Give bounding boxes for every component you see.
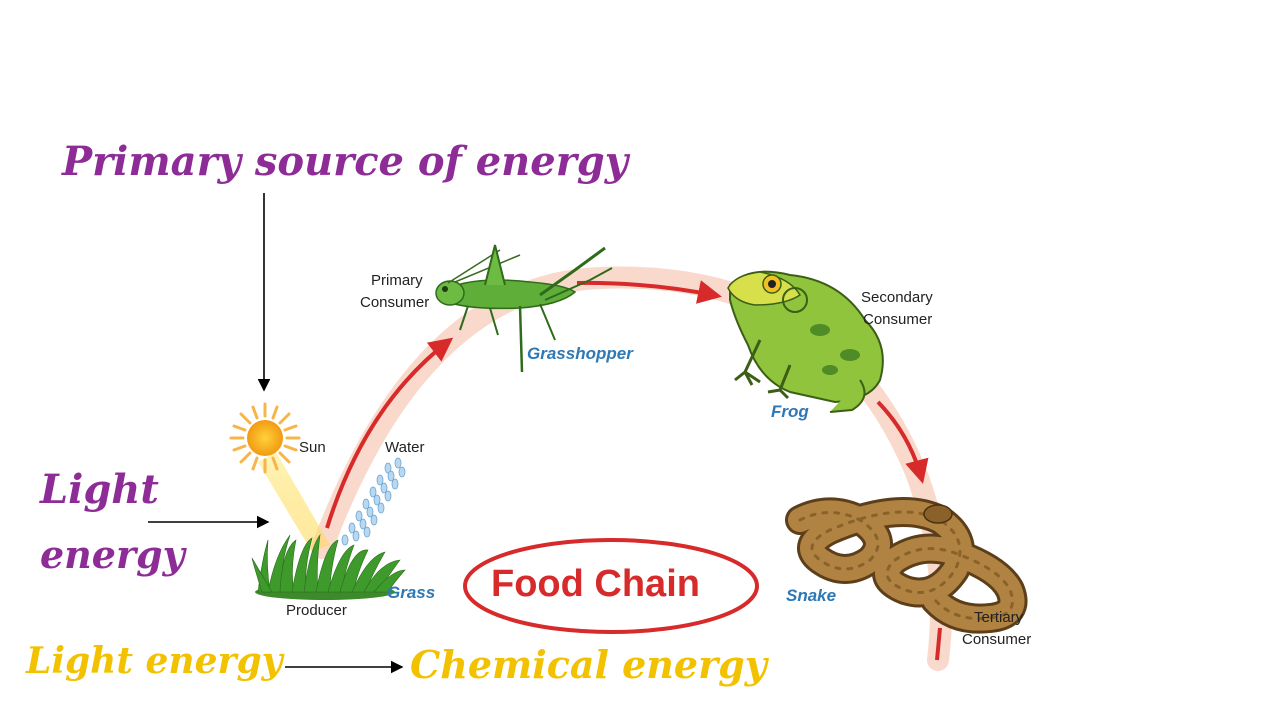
tertiary-consumer-label-line2: Consumer bbox=[962, 631, 1032, 648]
secondary-consumer-label-line1: Secondary bbox=[861, 289, 933, 306]
conversion-to-annotation: Chemical energy bbox=[410, 642, 767, 687]
sun-beam bbox=[258, 452, 330, 552]
food-chain-title: Food Chain bbox=[491, 563, 700, 605]
grasshopper-icon bbox=[435, 244, 613, 373]
primary-consumer-label-line2: Consumer bbox=[360, 294, 430, 311]
snake-name: Snake bbox=[786, 586, 837, 605]
primary-consumer-label-line1: Primary bbox=[371, 272, 423, 289]
tertiary-consumer-label-line1: Tertiary bbox=[974, 609, 1024, 626]
light-energy-annotation-line2: energy bbox=[40, 532, 185, 577]
sun-icon bbox=[229, 402, 301, 474]
arrow-snake-continue bbox=[935, 627, 942, 661]
water-drops-icon bbox=[341, 457, 406, 546]
food-chain-title-ring bbox=[463, 538, 759, 634]
sun-label: Sun bbox=[299, 439, 326, 456]
primary-source-annotation: Primary source of energy bbox=[62, 138, 628, 185]
arrow-grasshopper-to-frog bbox=[576, 280, 722, 304]
arrow-grass-to-grasshopper bbox=[325, 337, 454, 529]
water-label: Water bbox=[385, 439, 425, 456]
arrow-frog-to-snake bbox=[876, 400, 929, 484]
producer-label: Producer bbox=[286, 602, 347, 619]
grass-icon bbox=[251, 533, 406, 600]
secondary-consumer-label-line2: Consumer bbox=[863, 311, 933, 328]
grass-name: Grass bbox=[387, 583, 436, 602]
grasshopper-name: Grasshopper bbox=[527, 344, 633, 363]
frog-icon bbox=[727, 270, 884, 413]
frog-name: Frog bbox=[771, 402, 809, 421]
snake-icon bbox=[785, 497, 1028, 634]
light-energy-annotation-line1: Light bbox=[40, 466, 159, 513]
conversion-from-annotation: Light energy bbox=[26, 640, 283, 682]
